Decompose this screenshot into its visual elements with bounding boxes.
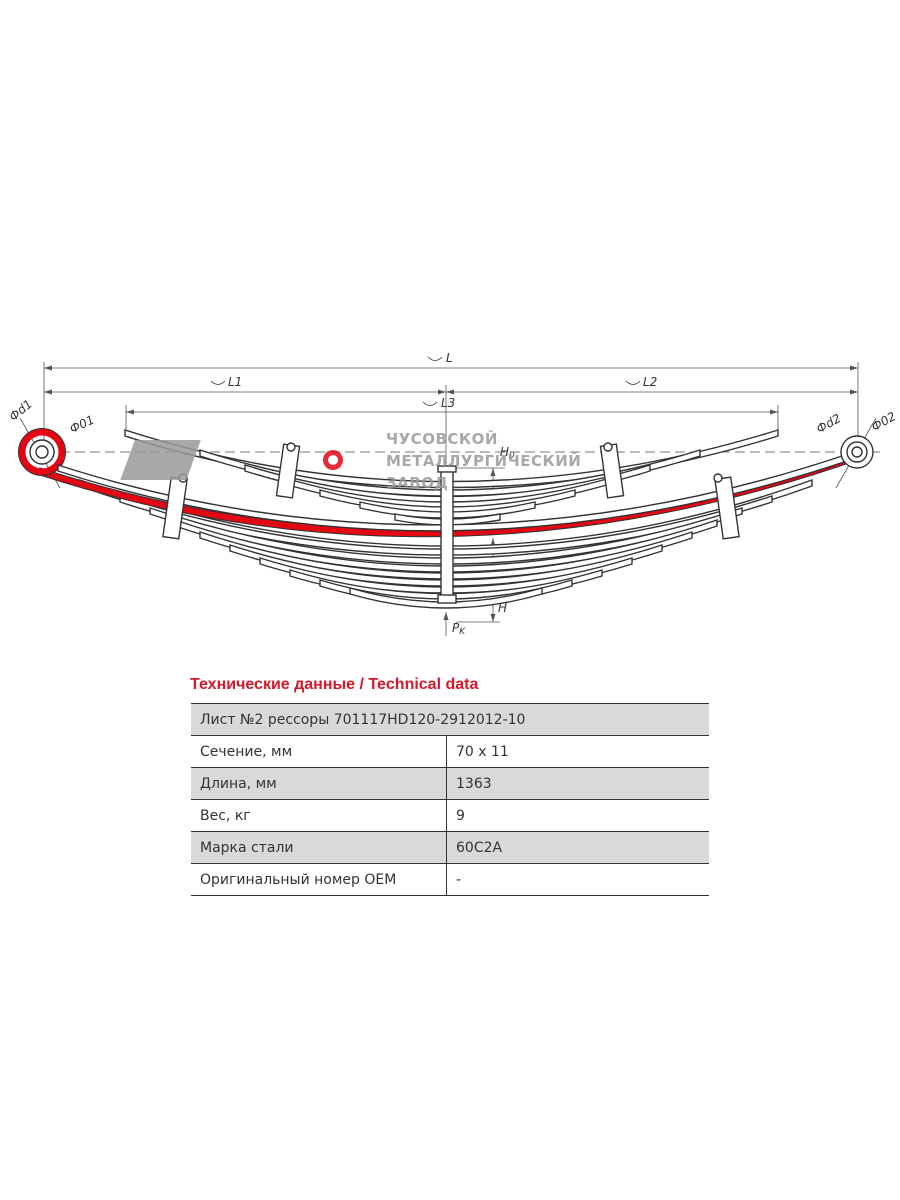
dim-pk-label: PK	[452, 621, 466, 637]
dim-l1-label: L1	[228, 375, 242, 389]
table-row: Оригинальный номер ОЕМ -	[191, 863, 709, 896]
table-cell-value: 1363	[446, 767, 709, 800]
table-row: Длина, мм 1363	[191, 767, 709, 800]
dim-l3-label: L3	[441, 396, 455, 410]
table-cell-label: Оригинальный номер ОЕМ	[191, 863, 447, 896]
arc-marks	[210, 356, 641, 406]
leaf-spring-drawing: L L1 L2 L3 H0 H PK Фd1 Ф01 Фd2 Ф02	[6, 351, 898, 637]
table-cell-label: Длина, мм	[191, 767, 447, 800]
table-header-row: Лист №2 рессоры 701117НD120-2912012-10	[191, 703, 709, 736]
table-cell-value: 9	[446, 799, 709, 832]
watermark-line-3: ЗАВОД	[386, 474, 448, 492]
dim-d2-label: Фd2	[814, 411, 843, 436]
spring-clamps	[162, 442, 740, 540]
leaf-pack	[79, 479, 813, 609]
table-cell-value: 60С2А	[446, 831, 709, 864]
table-cell-value: 70 x 11	[446, 735, 709, 768]
table-row: Вес, кг 9	[191, 799, 709, 832]
table-cell-label: Марка стали	[191, 831, 447, 864]
dim-h-label: H	[498, 601, 507, 615]
dim-D2-label: Ф02	[869, 409, 898, 434]
watermark-line-1: ЧУСОВСКОЙ	[386, 429, 498, 448]
watermark: ЧУСОВСКОЙ МЕТАЛЛУРГИЧЕСКИЙ ЗАВОД	[120, 429, 581, 492]
table-cell-value: -	[446, 863, 709, 896]
table-header-cell: Лист №2 рессоры 701117НD120-2912012-10	[191, 703, 709, 736]
table-cell-label: Вес, кг	[191, 799, 447, 832]
right-eye	[840, 435, 874, 469]
dim-D1-label: Ф01	[67, 413, 96, 437]
table-cell-label: Сечение, мм	[191, 735, 447, 768]
watermark-line-2: МЕТАЛЛУРГИЧЕСКИЙ	[386, 451, 581, 470]
watermark-logo	[120, 440, 343, 480]
dim-l-label: L	[446, 351, 453, 365]
dim-l2-label: L2	[643, 375, 657, 389]
table-row: Сечение, мм 70 x 11	[191, 735, 709, 768]
technical-data-table: Лист №2 рессоры 701117НD120-2912012-10 С…	[191, 703, 709, 896]
technical-data-title: Технические данные / Technical data	[190, 676, 479, 693]
center-bolt	[437, 465, 457, 604]
table-row: Марка стали 60С2А	[191, 831, 709, 864]
left-eye	[29, 439, 55, 465]
